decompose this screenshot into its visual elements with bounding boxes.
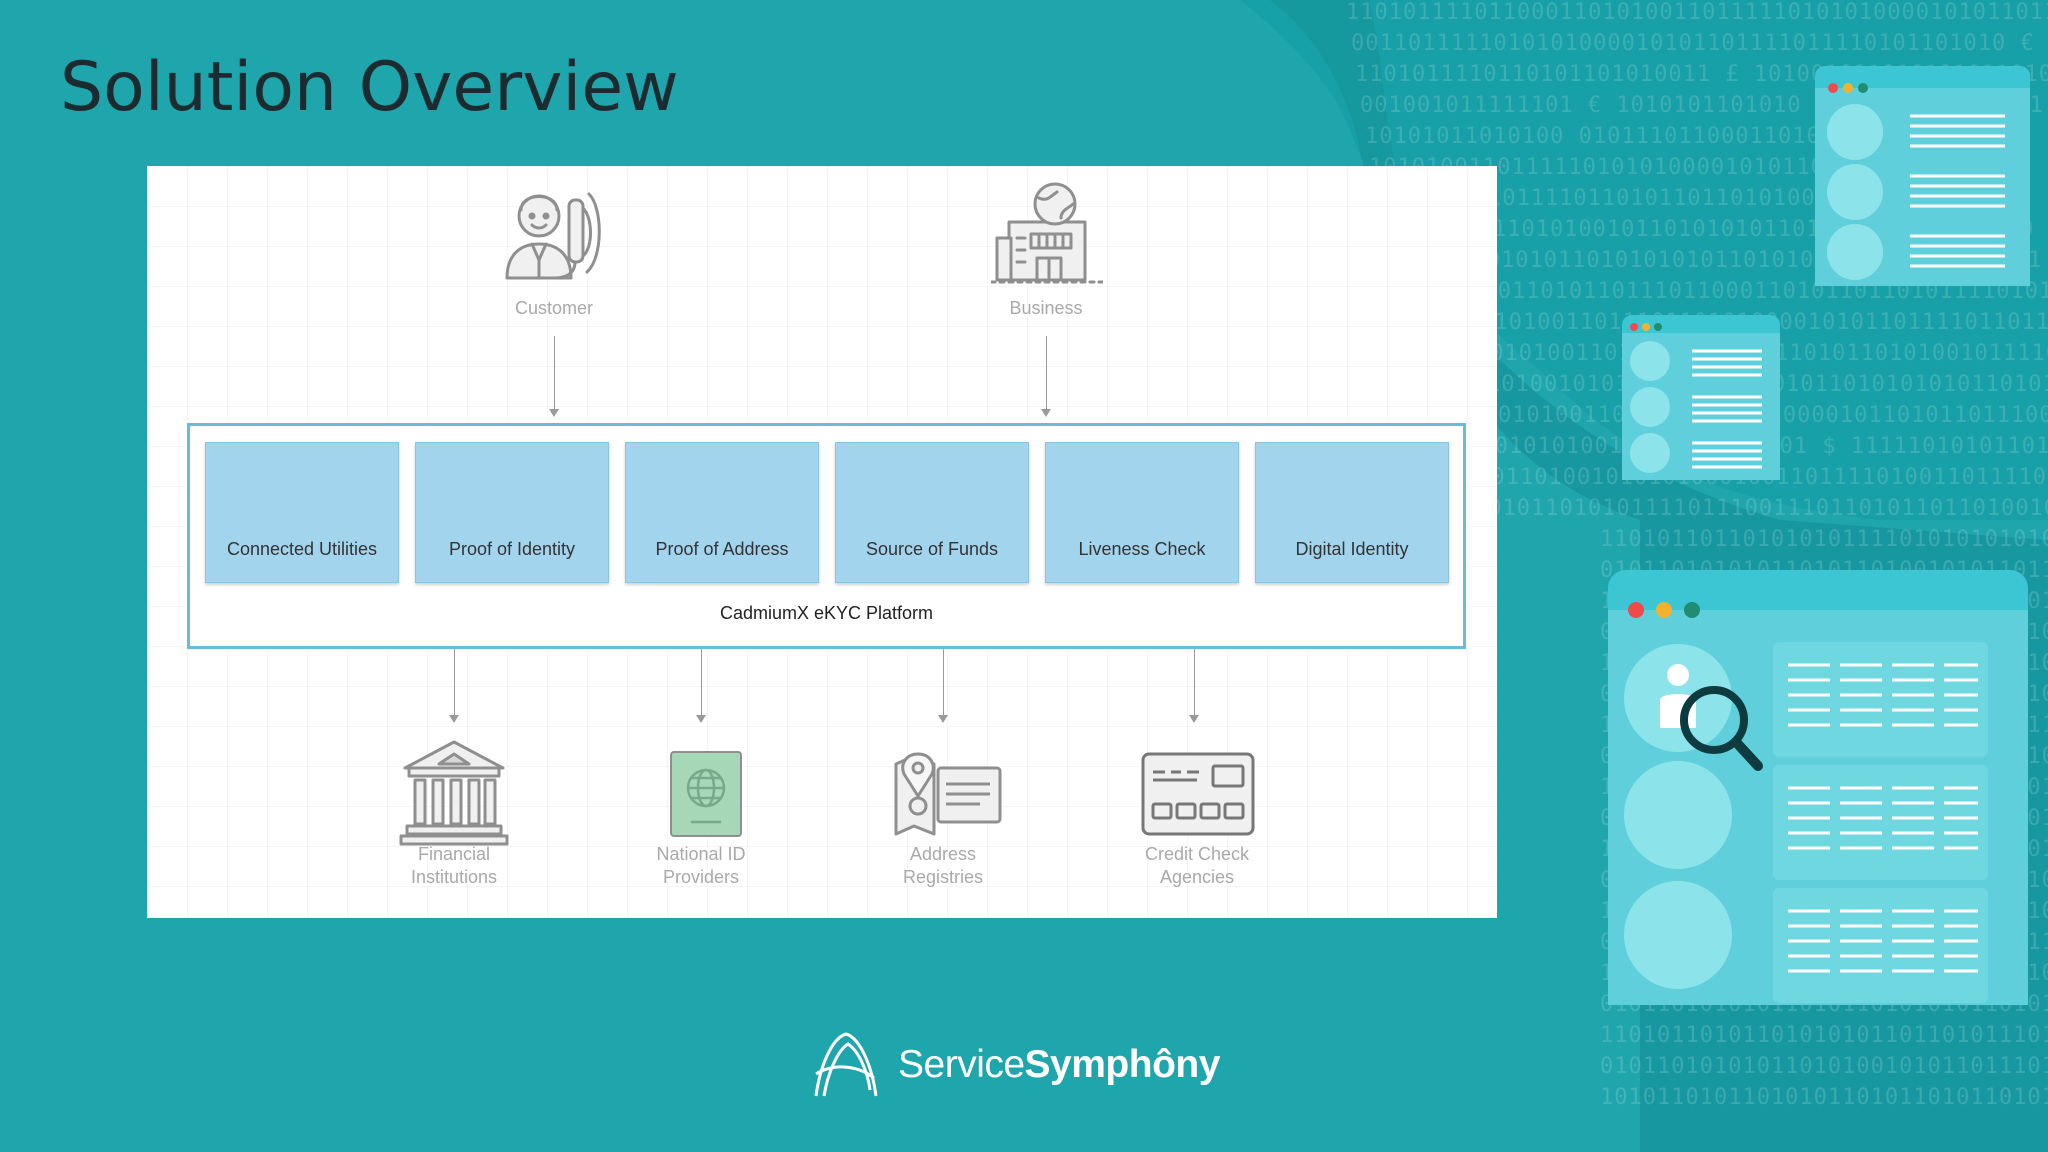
business-connector — [1046, 336, 1047, 414]
credit-label-line2: Agencies — [1159, 867, 1235, 887]
binary-text-line: 0101101010101101010010101101110101010101… — [1600, 1054, 2048, 1079]
address-registries-label: Address Registries — [843, 843, 1043, 889]
arrow-national-id — [696, 715, 706, 723]
address-map-icon — [894, 752, 1002, 836]
connector-credit — [1194, 649, 1195, 719]
module-connected-utilities: Connected Utilities — [205, 442, 399, 583]
arrow-credit — [1189, 715, 1199, 723]
financial-label-line2: Institutions — [410, 867, 498, 887]
financial-institutions-label: Financial Institutions — [354, 843, 554, 889]
arrow-address — [938, 715, 948, 723]
brand-name-bold: Symphôny — [1024, 1043, 1221, 1086]
credit-card-icon — [1141, 752, 1255, 836]
brand-logo: ServiceSymphôny — [812, 1030, 1220, 1100]
module-proof-of-address: Proof of Address — [625, 442, 819, 583]
arrow-financial — [449, 715, 459, 723]
customer-label: Customer — [514, 298, 594, 318]
module-liveness-check: Liveness Check — [1045, 442, 1239, 583]
connector-financial — [454, 649, 455, 719]
customer-support-icon — [505, 192, 601, 280]
brand-name: ServiceSymphôny — [898, 1043, 1220, 1087]
business-building-icon — [991, 182, 1103, 284]
national-id-label-line2: Providers — [662, 867, 740, 887]
slide-title: Solution Overview — [60, 48, 679, 127]
connector-address — [943, 649, 944, 719]
business-arrow — [1041, 409, 1051, 417]
platform-name: CadmiumX eKYC Platform — [719, 603, 934, 623]
financial-label-line1: Financial — [417, 844, 491, 864]
module-source-of-funds: Source of Funds — [835, 442, 1029, 583]
symphony-logo-icon — [814, 1032, 878, 1097]
diagram-panel: Customer Business Connected Utilities Pr… — [147, 166, 1497, 918]
binary-text-line: 1101011011010101011110101010101011010101… — [1600, 527, 2048, 552]
bank-icon — [399, 740, 509, 846]
credit-check-agencies-label: Credit Check Agencies — [1097, 843, 1297, 889]
module-digital-identity: Digital Identity — [1255, 442, 1449, 583]
national-id-label-line1: National ID — [656, 844, 746, 864]
module-proof-of-identity: Proof of Identity — [415, 442, 609, 583]
brand-name-regular: Service — [898, 1043, 1025, 1086]
customer-connector — [554, 336, 555, 414]
address-label-line1: Address — [909, 844, 977, 864]
binary-text-line: 1010110101011110111001110110101101101001… — [1474, 496, 2048, 521]
binary-text-line: 1010110101101010110101101011010100101010… — [1600, 1085, 2048, 1110]
national-id-providers-label: National ID Providers — [601, 843, 801, 889]
platform-box: Connected Utilities Proof of Identity Pr… — [187, 423, 1466, 649]
business-label: Business — [1009, 298, 1083, 318]
binary-text-line: 1101011010110101010110110101110100110101… — [1600, 1023, 2048, 1048]
decor-window-top — [1815, 66, 2030, 286]
binary-text-line: 1101011110110001101010011011111010101000… — [1346, 0, 2048, 25]
credit-label-line1: Credit Check — [1144, 844, 1250, 864]
decor-window-middle — [1622, 315, 1780, 480]
decor-window-large — [1608, 570, 2028, 1005]
binary-text-line: 0011011111010101000010101101111011110101… — [1351, 31, 2048, 56]
customer-arrow — [549, 409, 559, 417]
passport-icon — [670, 751, 742, 837]
connector-national-id — [701, 649, 702, 719]
address-label-line2: Registries — [902, 867, 984, 887]
